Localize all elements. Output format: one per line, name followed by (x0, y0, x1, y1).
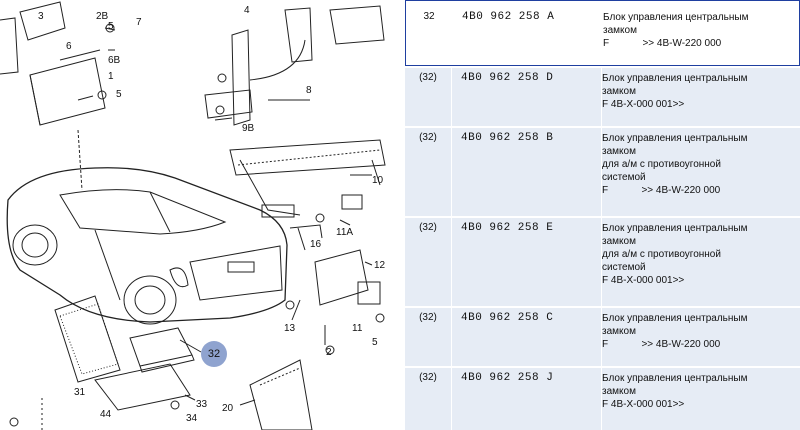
callout-label: 7 (136, 17, 142, 28)
part-number: 4B0 962 258 E (461, 222, 554, 234)
callout-label: 4 (244, 5, 250, 16)
diagram-drawing (0, 1, 386, 430)
callout-label: 3 (38, 11, 44, 22)
part-number: 4B0 962 258 C (461, 312, 554, 324)
part-ref: (32) (419, 372, 437, 383)
part-number: 4B0 962 258 D (461, 72, 554, 84)
callout-label: 2 (326, 347, 332, 358)
callout-label: 34 (186, 413, 198, 424)
table-row[interactable]: (32) 4B0 962 258 C Блок управления центр… (405, 308, 800, 366)
callout-label: 1 (108, 71, 114, 82)
callout-label: 5 (108, 21, 114, 32)
parts-table: 32 4B0 962 258 A Блок управления централ… (405, 0, 800, 430)
callout-label: 5 (372, 337, 378, 348)
callout-label: 31 (74, 387, 86, 398)
callout-label: 11A (336, 227, 354, 238)
callout-label: 9B (242, 123, 255, 134)
table-row[interactable]: (32) 4B0 962 258 D Блок управления центр… (405, 68, 800, 126)
table-row[interactable]: (32) 4B0 962 258 E Блок управления центр… (405, 218, 800, 306)
part-number: 4B0 962 258 B (461, 132, 554, 144)
callout-label: 16 (310, 239, 322, 250)
table-row[interactable]: (32) 4B0 962 258 B Блок управления центр… (405, 128, 800, 216)
part-ref: (32) (419, 312, 437, 323)
callout-label: 6 (66, 41, 72, 52)
callout-label: 12 (374, 260, 386, 271)
callout-label: 8 (306, 85, 312, 96)
callout-label: 6B (108, 55, 121, 66)
callout-label: 44 (100, 409, 112, 420)
part-ref: (32) (419, 222, 437, 233)
callout-label: 2B (96, 11, 109, 22)
table-row[interactable]: (32) 4B0 962 258 J Блок управления центр… (405, 368, 800, 430)
callout-label: 20 (222, 403, 234, 414)
callout-label: 33 (196, 399, 208, 410)
callout-label: 5 (116, 89, 122, 100)
table-row[interactable]: 32 4B0 962 258 A Блок управления централ… (405, 0, 800, 66)
callout-label: 13 (284, 323, 296, 334)
part-number: 4B0 962 258 J (461, 372, 554, 384)
part-number: 4B0 962 258 A (462, 11, 555, 23)
part-ref: 32 (423, 11, 435, 22)
callout-label: 11 (352, 323, 363, 334)
callout-32-highlight[interactable]: 32 (201, 341, 227, 367)
exploded-parts-diagram: 3 5 2B 6 6B 1 5 4 7 9B 8 10 11A 12 16 13… (0, 1, 386, 430)
part-ref: (32) (419, 72, 437, 83)
part-ref: (32) (419, 132, 437, 143)
callout-label: 10 (372, 175, 384, 186)
